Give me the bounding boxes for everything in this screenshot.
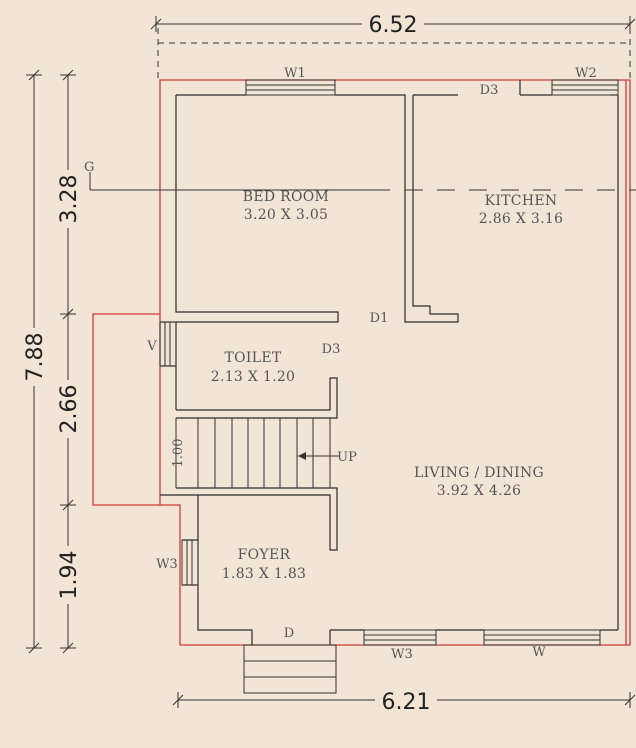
staircase bbox=[175, 418, 340, 488]
window-w3-bottom-label: W3 bbox=[391, 647, 413, 662]
foyer-name: FOYER bbox=[238, 547, 291, 563]
kitchen-name: KITCHEN bbox=[485, 193, 558, 209]
bedroom-name: BED ROOM bbox=[243, 189, 329, 205]
top-width-label: 6.52 bbox=[369, 13, 418, 38]
segment-1-label: 3.28 bbox=[57, 175, 82, 224]
ventilator-v-label: V bbox=[146, 339, 157, 354]
kitchen-size: 2.86 X 3.16 bbox=[479, 211, 564, 227]
door-d1-label: D1 bbox=[370, 311, 389, 326]
segment-2-label: 2.66 bbox=[57, 385, 82, 434]
window-w3-left-label: W3 bbox=[156, 557, 178, 572]
stair-up-label: UP bbox=[337, 450, 357, 465]
gridline-g bbox=[89, 172, 636, 191]
stair-width-label: 1.00 bbox=[171, 439, 186, 468]
total-height-label: 7.88 bbox=[23, 333, 48, 382]
entry-steps bbox=[243, 644, 337, 694]
window-w-label: W bbox=[532, 645, 546, 660]
ventilator-v bbox=[159, 321, 177, 367]
window-w1 bbox=[245, 79, 336, 96]
toilet-name: TOILET bbox=[224, 350, 281, 366]
bottom-width-label: 6.21 bbox=[382, 690, 431, 715]
door-d3-toilet-label: D3 bbox=[322, 342, 341, 357]
main-door-label: D bbox=[284, 626, 294, 641]
door-d3-top-label: D3 bbox=[480, 83, 499, 98]
gridline-g-label: G bbox=[84, 160, 94, 175]
walls bbox=[160, 80, 619, 645]
bedroom-size: 3.20 X 3.05 bbox=[244, 207, 329, 223]
window-w3-left bbox=[181, 539, 199, 586]
foyer-size: 1.83 X 1.83 bbox=[222, 566, 307, 582]
living-name: LIVING / DINING bbox=[414, 465, 544, 481]
window-w1-label: W1 bbox=[284, 66, 306, 81]
window-w2-label: W2 bbox=[575, 66, 597, 81]
window-w bbox=[483, 629, 601, 646]
toilet-size: 2.13 X 1.20 bbox=[211, 369, 296, 385]
window-w2 bbox=[551, 79, 619, 96]
window-w3-bottom bbox=[363, 629, 437, 646]
living-size: 3.92 X 4.26 bbox=[437, 483, 522, 499]
segment-3-label: 1.94 bbox=[57, 551, 82, 600]
